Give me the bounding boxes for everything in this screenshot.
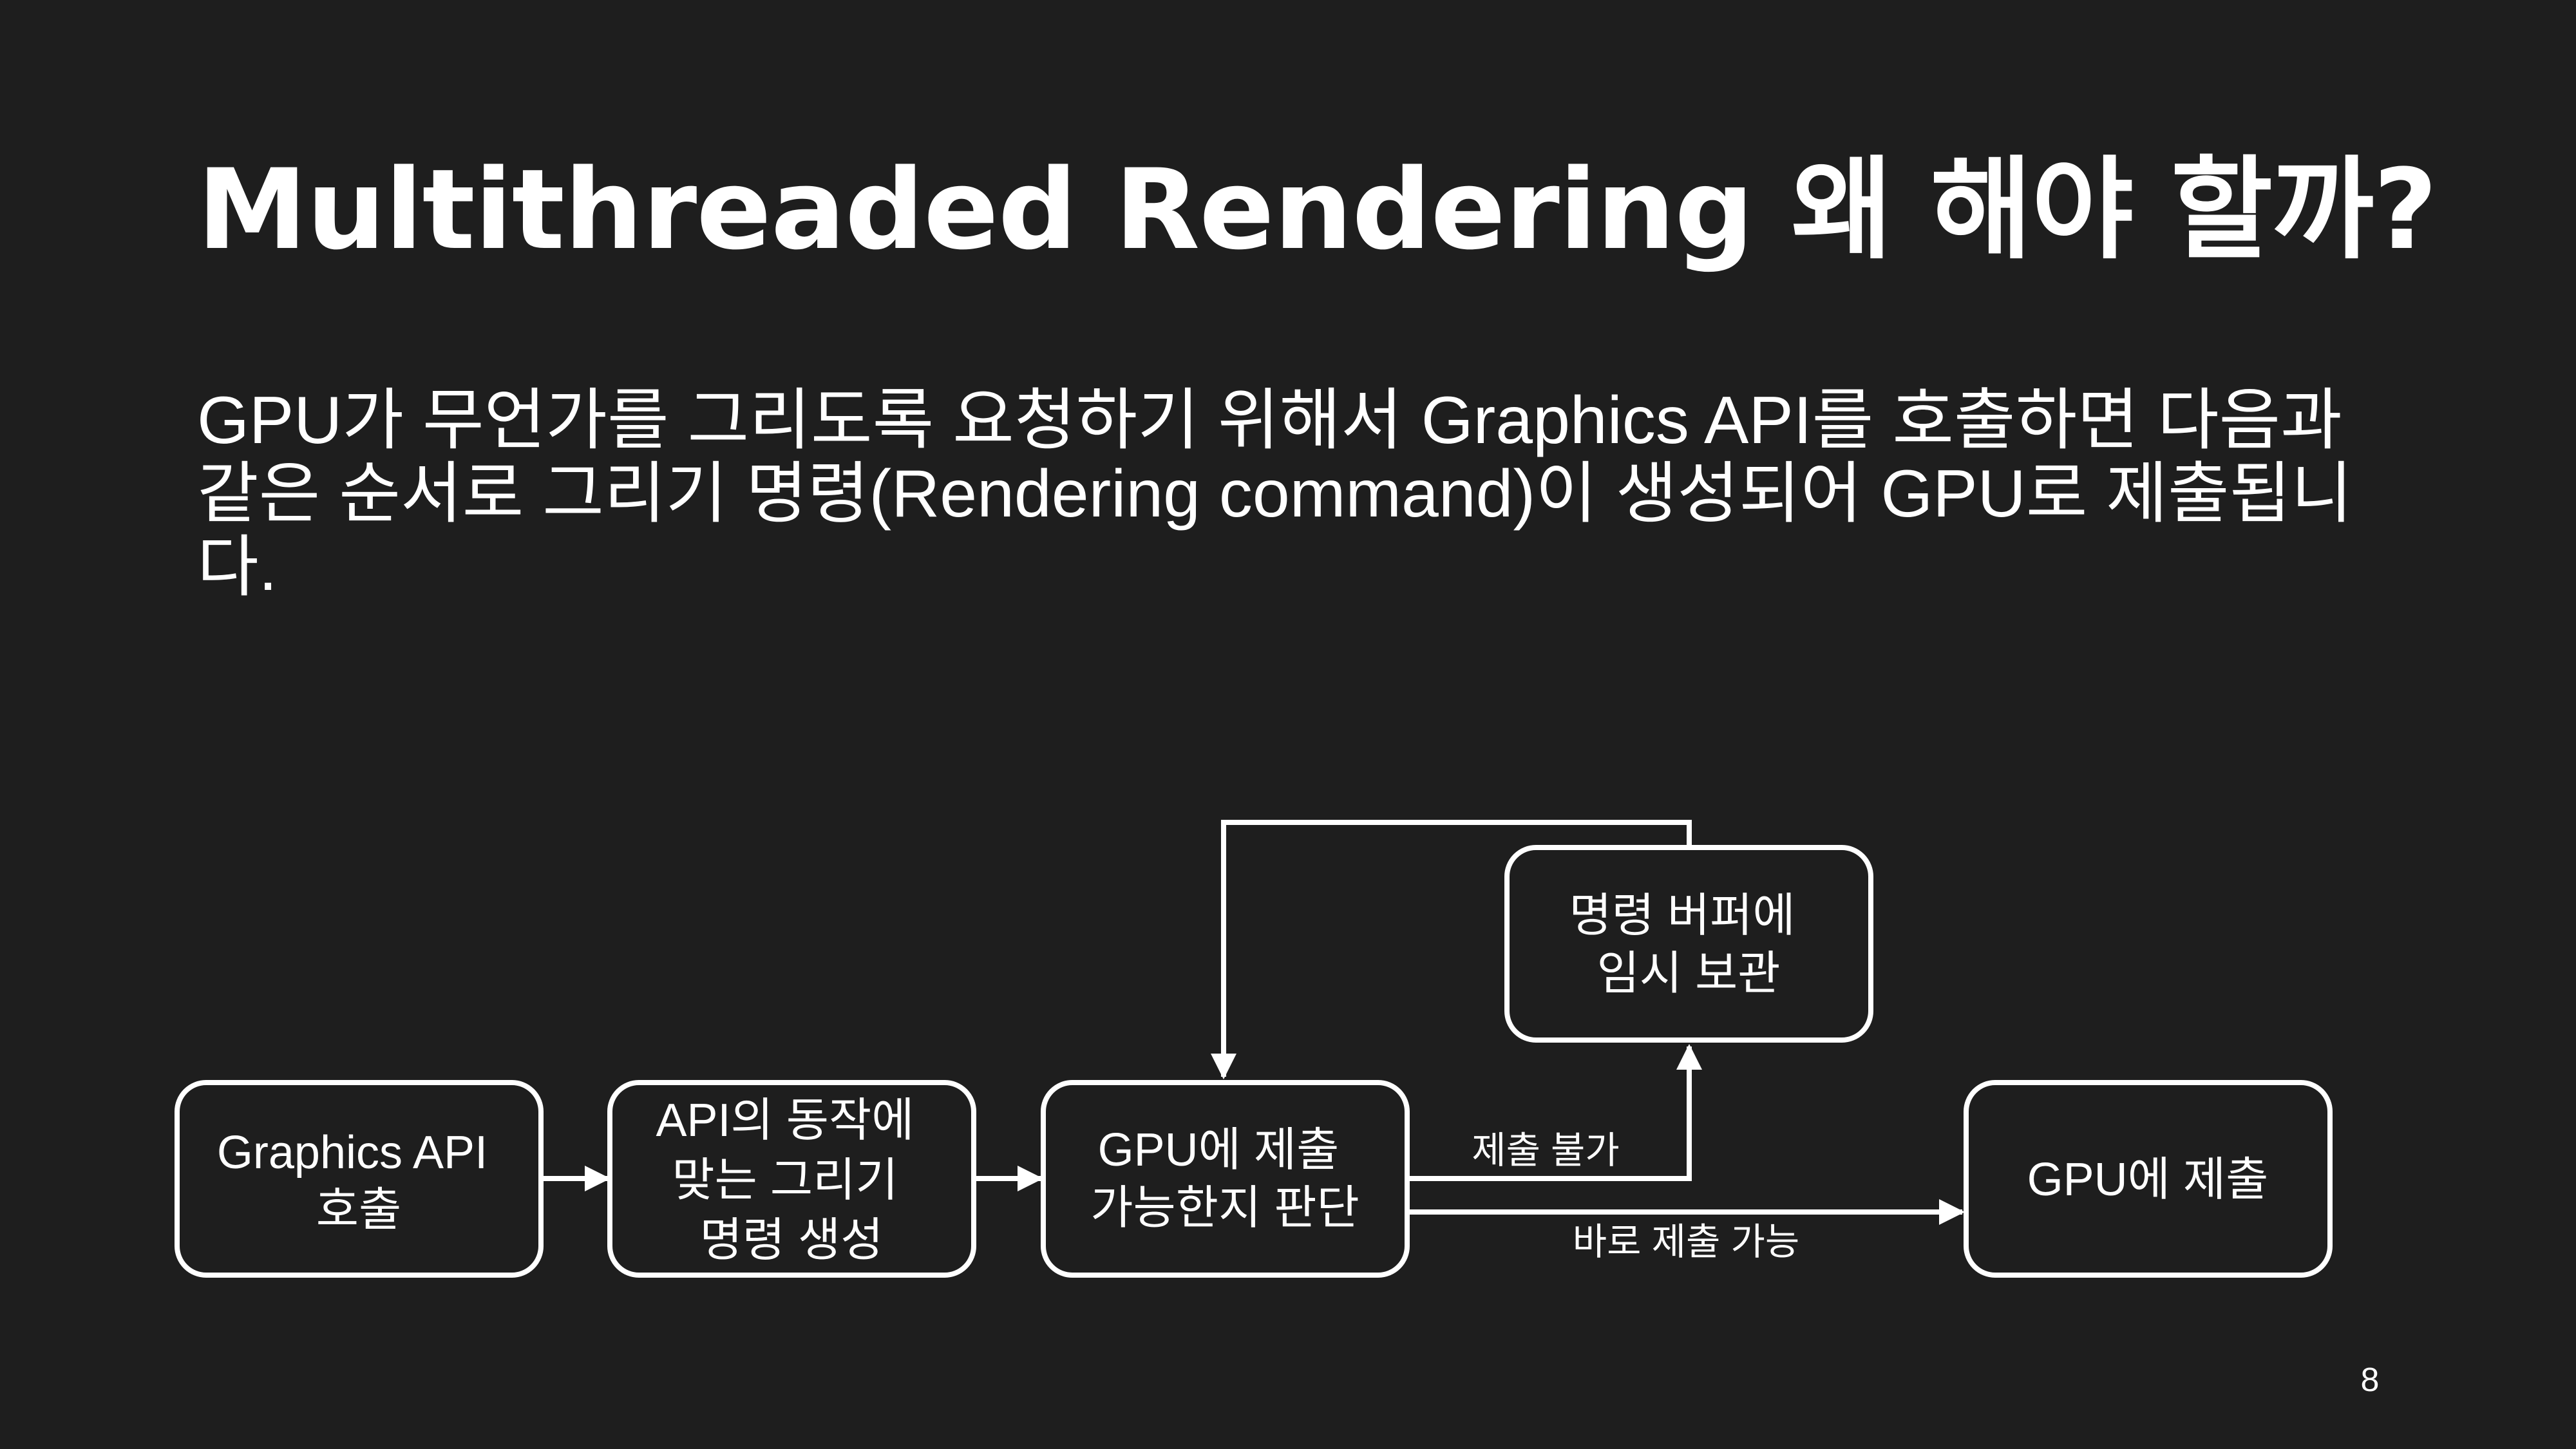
arrow-buffer-to-check: [1211, 820, 1692, 1079]
page-number: 8: [2360, 1361, 2380, 1399]
box-command-buffer: [1504, 845, 1873, 1043]
arrow-check-to-buffer: [1407, 1044, 1702, 1181]
box-labels: Graphics API 호출 API의 동작에 맞는 그리기 명령 생성 GP…: [217, 890, 2268, 1266]
box-gpu-submit-label: GPU에 제출: [2027, 1154, 2269, 1206]
box-command-generation: [607, 1080, 976, 1278]
box-graphics-api-call: [175, 1080, 544, 1278]
edge-label-cannot-submit: 제출 불가: [1472, 1130, 1620, 1171]
slide-title: Multithreaded Rendering 왜 해야 할까?: [197, 145, 2438, 274]
body-line-2: 같은 순서로 그리기 명령(Rendering command)이 생성되어 G…: [197, 457, 2353, 531]
connector-lines: [541, 820, 1965, 1225]
body-paragraph: GPU가 무언가를 그리도록 요청하기 위해서 Graphics API를 호출…: [197, 384, 2387, 604]
flow-boxes: [175, 845, 2333, 1278]
body-line-3: 다.: [197, 530, 278, 605]
box-command-generation-label: API의 동작에 맞는 그리기 명령 생성: [656, 1095, 927, 1266]
edge-label-submit-now: 바로 제출 가능: [1573, 1221, 1799, 1263]
body-line-1: GPU가 무언가를 그리도록 요청하기 위해서 Graphics API를 호출…: [197, 383, 2342, 458]
edge-labels: 제출 불가 바로 제출 가능: [1472, 1130, 1799, 1263]
box-gpu-submit: [1964, 1080, 2333, 1278]
box-submit-check-label: GPU에 제출 가능한지 판단: [1090, 1124, 1359, 1234]
box-command-buffer-label: 명령 버퍼에 임시 보관: [1569, 890, 1808, 999]
box-graphics-api-call-label: Graphics API 호출: [217, 1127, 500, 1236]
box-submit-check: [1041, 1080, 1410, 1278]
